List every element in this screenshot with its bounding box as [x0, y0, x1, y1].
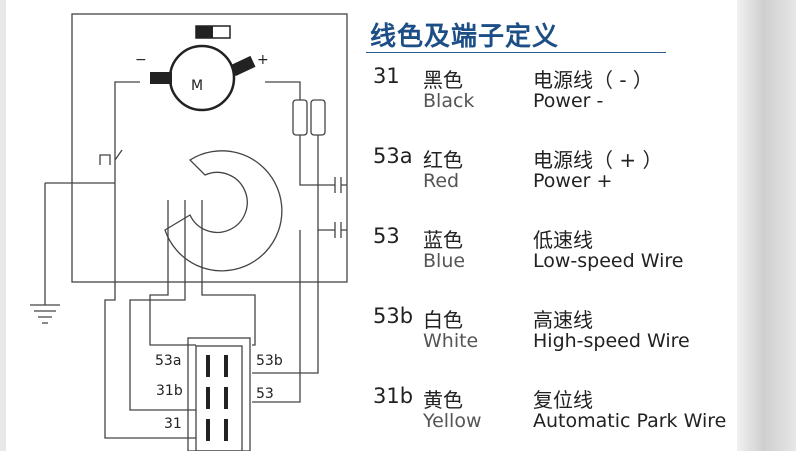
wiring-diagram: M − + 53a 53b 31b 53 31: [30, 13, 348, 451]
wire-code: 31: [373, 64, 400, 88]
wire-function-en: Automatic Park Wire: [533, 410, 727, 432]
wire-color-en: Blue: [423, 250, 466, 272]
wire-color-cn: 黑色: [423, 68, 463, 92]
wire-right-down: [252, 230, 319, 374]
wire-function-cn: 电源线（ - ）: [533, 68, 653, 92]
connector-pin: [206, 355, 210, 377]
connector-pin: [206, 419, 210, 441]
wire-right-down-2: [252, 230, 301, 403]
title-divider: [366, 52, 666, 53]
wire-color-en: Black: [423, 90, 475, 112]
coil-left: [292, 99, 308, 136]
left-border-strip: [0, 0, 6, 451]
wire-code: 53: [373, 224, 400, 248]
motor-housing: [71, 13, 348, 283]
coil-right: [310, 99, 326, 136]
wire-function-en: Power +: [533, 170, 613, 192]
connector-pin: [224, 355, 228, 377]
cam-disc: [164, 150, 283, 272]
wire-cam-1: [149, 200, 196, 346]
motor-minus-label: −: [135, 52, 147, 68]
legend-row-53a: 53a 红色 Red 电源线（ + ） Power +: [366, 144, 696, 204]
wire-common: [104, 183, 196, 439]
wire-color-en: White: [423, 330, 479, 352]
wire-cam-2: [129, 200, 196, 411]
connector-pin: [224, 387, 228, 409]
connector-label-53a: 53a: [155, 353, 181, 369]
legend-row-53b: 53b 白色 White 高速线 High-speed Wire: [366, 304, 696, 364]
connector-label-31b: 31b: [156, 383, 183, 399]
motor-brush-left: [150, 72, 172, 84]
wire-function-cn: 复位线: [533, 388, 593, 412]
wire-motor-plus: [265, 81, 301, 100]
motor-brush-right: [230, 55, 256, 77]
wire-code: 53b: [373, 304, 414, 328]
connector-label-53: 53: [256, 386, 274, 402]
capacitor-2: [325, 222, 347, 238]
wire-right-2: [317, 135, 325, 231]
wire-function-en: Power -: [533, 90, 604, 112]
ground-symbol: [30, 304, 60, 324]
capacitor-1: [325, 177, 347, 193]
legend-row-31: 31 黑色 Black 电源线（ - ） Power -: [366, 64, 696, 124]
wire-color-cn: 红色: [423, 148, 463, 172]
wire-cam-3: [201, 200, 256, 346]
legend-row-53: 53 蓝色 Blue 低速线 Low-speed Wire: [366, 224, 696, 284]
connector-label-31: 31: [164, 416, 182, 432]
wire-code: 31b: [373, 384, 414, 408]
legend-title: 线色及端子定义: [370, 22, 560, 52]
right-border-strip: [737, 0, 796, 451]
legend-row-31b: 31b 黄色 Yellow 复位线 Automatic Park Wire: [366, 384, 726, 444]
connector-label-53b: 53b: [256, 353, 283, 369]
wire-code: 53a: [373, 144, 413, 168]
wire-function-cn: 低速线: [533, 228, 593, 252]
connector-pin: [224, 419, 228, 441]
wire-color-en: Red: [423, 170, 460, 192]
wire-color-en: Yellow: [423, 410, 482, 432]
wire-motor-minus: [114, 81, 140, 145]
wire-function-cn: 电源线（ + ）: [533, 148, 663, 172]
wire-right-1: [299, 135, 325, 186]
wire-color-cn: 黄色: [423, 388, 463, 412]
wire-function-en: Low-speed Wire: [533, 250, 684, 272]
wire-color-cn: 蓝色: [423, 228, 463, 252]
connector-inner: [195, 345, 243, 451]
motor-label: M: [191, 78, 203, 94]
motor-plus-label: +: [257, 52, 269, 68]
connector-pin: [206, 387, 210, 409]
switch-contact: [99, 149, 123, 165]
connector-housing: [187, 337, 251, 451]
wire-color-cn: 白色: [423, 308, 463, 332]
motor-switch-fill: [196, 26, 213, 38]
wire-function-en: High-speed Wire: [533, 330, 690, 352]
wire-function-cn: 高速线: [533, 308, 593, 332]
